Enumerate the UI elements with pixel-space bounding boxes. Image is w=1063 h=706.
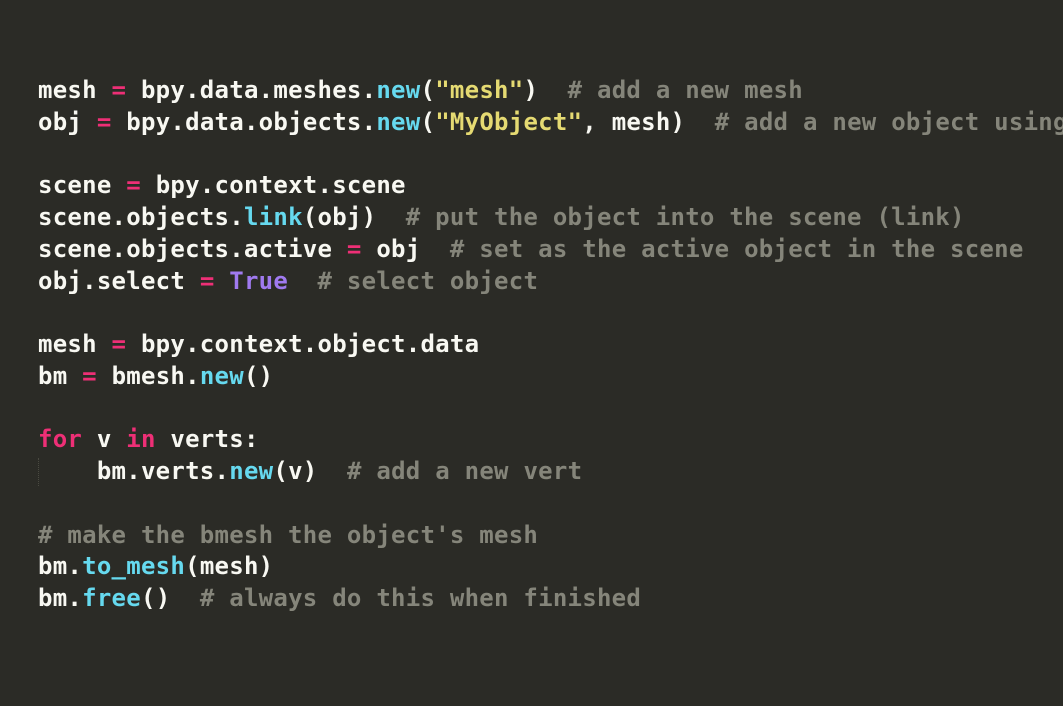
code-line: # make the bmesh the object's mesh — [38, 520, 1063, 552]
code-token-default — [318, 457, 347, 485]
code-token-keyword: = — [96, 107, 112, 136]
code-token-function: link — [243, 203, 303, 231]
code-token-default: () — [243, 361, 274, 390]
code-token-default: mesh — [38, 76, 112, 104]
code-token-keyword: = — [199, 266, 215, 295]
code-token-function: new — [229, 457, 274, 485]
code-token-default: (v) — [273, 457, 318, 485]
code-line: mesh = bpy.context.object.data — [38, 329, 1063, 361]
code-token-comment: # always do this when finished — [199, 584, 642, 612]
code-line — [38, 297, 1063, 329]
code-token-keyword: = — [111, 330, 127, 358]
code-token-default: bmesh. — [96, 361, 200, 390]
code-token-keyword: = — [346, 234, 362, 263]
code-token-keyword: = — [126, 171, 141, 200]
code-token-default: ( — [420, 107, 436, 136]
code-token-default: ( — [420, 76, 436, 104]
code-token-default: (obj) — [302, 203, 377, 231]
code-line: bm.verts.new(v) # add a new vert — [38, 456, 1063, 488]
code-token-string: "MyObject" — [435, 107, 583, 136]
code-token-function: to_mesh — [82, 552, 186, 581]
code-line: scene.objects.active = obj # set as the … — [38, 234, 1063, 266]
blank-line — [38, 140, 53, 168]
code-token-default: bpy.data.meshes. — [126, 76, 377, 104]
code-token-default — [376, 203, 405, 231]
code-token-comment: # select object — [317, 266, 539, 295]
code-token-keyword: for — [38, 425, 83, 454]
code-token-default: ) — [523, 76, 539, 104]
code-token-function: free — [82, 584, 141, 612]
code-token-default — [170, 584, 199, 612]
code-token-default: obj.select — [38, 266, 200, 295]
code-token-default — [215, 267, 230, 295]
code-line — [38, 393, 1063, 425]
code-token-default: scene — [38, 171, 127, 200]
code-line: scene = bpy.context.scene — [38, 170, 1063, 202]
code-token-constant: True — [229, 266, 289, 295]
code-token-default — [288, 267, 317, 295]
code-token-default: mesh — [38, 330, 112, 358]
code-line: obj = bpy.data.objects.new("MyObject", m… — [38, 107, 1063, 139]
code-token-function: new — [376, 76, 421, 104]
code-token-default: obj — [38, 107, 97, 136]
code-token-default — [420, 235, 449, 263]
code-token-function: new — [376, 107, 421, 136]
code-token-default: bpy.context.object.data — [126, 330, 480, 358]
indent-guide — [38, 458, 39, 486]
code-token-default: bm — [38, 361, 83, 390]
code-token-default: bm. — [38, 552, 83, 581]
code-token-default: verts: — [155, 425, 259, 454]
code-line: obj.select = True # select object — [38, 266, 1063, 298]
code-line: mesh = bpy.data.meshes.new("mesh") # add… — [38, 75, 1063, 107]
code-token-default: v — [82, 425, 127, 454]
code-token-default: scene.objects.active — [38, 234, 347, 263]
code-token-default: obj — [361, 234, 421, 263]
code-token-default: bm.verts. — [38, 457, 230, 485]
code-line: bm = bmesh.new() — [38, 361, 1063, 393]
code-line — [38, 139, 1063, 171]
code-token-function: new — [199, 361, 244, 390]
code-token-comment: # set as the active object in the scene — [449, 234, 1024, 263]
code-line: bm.to_mesh(mesh) — [38, 551, 1063, 583]
code-line — [38, 488, 1063, 520]
code-token-default: () — [140, 584, 171, 612]
code-line: scene.objects.link(obj) # put the object… — [38, 202, 1063, 234]
blank-line — [38, 394, 53, 422]
code-token-default: , mesh) — [582, 107, 686, 136]
code-token-default: scene.objects. — [38, 203, 244, 231]
code-token-keyword: in — [126, 425, 156, 454]
blank-line — [38, 298, 53, 326]
code-token-keyword: = — [111, 76, 127, 104]
code-token-comment: # add a new object using — [714, 107, 1063, 136]
code-token-keyword: = — [82, 361, 97, 390]
code-token-comment: # add a new vert — [346, 457, 583, 485]
code-line: bm.free() # always do this when finished — [38, 583, 1063, 615]
code-token-comment: # add a new mesh — [567, 76, 803, 104]
code-token-default: bpy.data.objects. — [111, 107, 377, 136]
blank-line — [38, 489, 53, 517]
code-token-default — [538, 76, 567, 104]
code-token-string: "mesh" — [435, 76, 524, 104]
code-token-default: bm. — [38, 584, 83, 612]
code-token-default: bpy.context.scene — [140, 171, 406, 200]
code-token-comment: # make the bmesh the object's mesh — [38, 520, 539, 549]
code-token-comment: # put the object into the scene (link) — [405, 203, 965, 231]
code-token-default — [685, 108, 714, 136]
code-line: for v in verts: — [38, 424, 1063, 456]
code-token-default: (mesh) — [185, 552, 274, 581]
